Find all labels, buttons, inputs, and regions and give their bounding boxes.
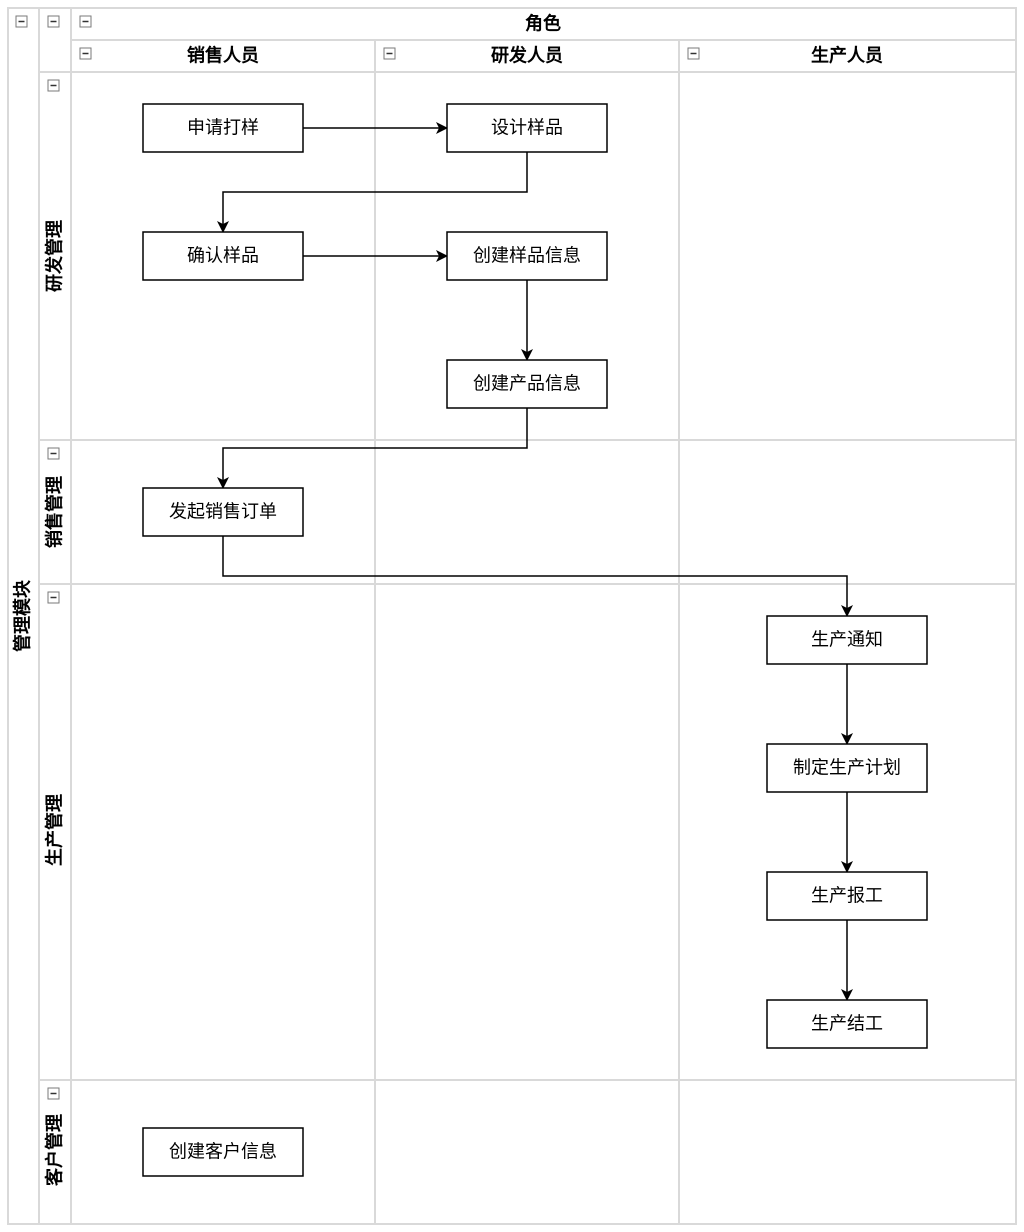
node-n10[interactable]: 生产结工 — [766, 999, 928, 1049]
node-n8[interactable]: 制定生产计划 — [766, 743, 928, 793]
collapse-minus-icon[interactable] — [47, 79, 60, 92]
node-n5[interactable]: 创建产品信息 — [446, 359, 608, 409]
svg-text:生产报工: 生产报工 — [811, 886, 883, 907]
node-n9[interactable]: 生产报工 — [766, 871, 928, 921]
lane-grid — [7, 7, 1017, 1225]
svg-text:确认样品: 确认样品 — [187, 246, 259, 267]
column-header-rd-staff: 研发人员 — [491, 45, 563, 67]
lane-header-sales: 销售管理 — [44, 476, 66, 548]
svg-text:发起销售订单: 发起销售订单 — [169, 502, 277, 523]
svg-text:生产通知: 生产通知 — [811, 630, 883, 651]
node-n1[interactable]: 申请打样 — [142, 103, 304, 153]
node-n2[interactable]: 设计样品 — [446, 103, 608, 153]
edges — [217, 122, 853, 1001]
collapse-minus-icon[interactable] — [47, 15, 60, 28]
svg-text:设计样品: 设计样品 — [491, 118, 563, 139]
node-n7[interactable]: 生产通知 — [766, 615, 928, 665]
edge-n6-n7 — [222, 536, 853, 617]
node-n6[interactable]: 发起销售订单 — [142, 487, 304, 537]
svg-text:创建客户信息: 创建客户信息 — [169, 1142, 277, 1163]
node-n4[interactable]: 创建样品信息 — [446, 231, 608, 281]
collapse-minus-icon[interactable] — [383, 47, 396, 60]
collapse-minus-icon[interactable] — [47, 447, 60, 460]
svg-text:生产结工: 生产结工 — [811, 1014, 883, 1035]
edge-n5-n6 — [217, 408, 528, 489]
column-header-sales-staff: 销售人员 — [187, 45, 259, 67]
collapse-minus-icon[interactable] — [15, 15, 28, 28]
lane-header-cust: 客户管理 — [44, 1114, 66, 1186]
column-group-header: 角色 — [525, 13, 561, 35]
svg-text:创建产品信息: 创建产品信息 — [473, 374, 581, 395]
pool-title: 管理模块 — [12, 579, 34, 652]
column-header-prod-staff: 生产人员 — [811, 45, 883, 67]
node-n3[interactable]: 确认样品 — [142, 231, 304, 281]
collapse-minus-icon[interactable] — [79, 47, 92, 60]
svg-text:申请打样: 申请打样 — [187, 118, 259, 139]
svg-text:制定生产计划: 制定生产计划 — [793, 758, 901, 779]
lane-header-prod: 生产管理 — [44, 794, 66, 866]
node-n11[interactable]: 创建客户信息 — [142, 1127, 304, 1177]
lane-header-rd: 研发管理 — [44, 220, 66, 292]
svg-text:创建样品信息: 创建样品信息 — [473, 246, 581, 267]
collapse-minus-icon[interactable] — [687, 47, 700, 60]
edge-n2-n3 — [217, 152, 528, 233]
collapse-minus-icon[interactable] — [47, 1087, 60, 1100]
collapse-minus-icon[interactable] — [47, 591, 60, 604]
collapse-minus-icon[interactable] — [79, 15, 92, 28]
